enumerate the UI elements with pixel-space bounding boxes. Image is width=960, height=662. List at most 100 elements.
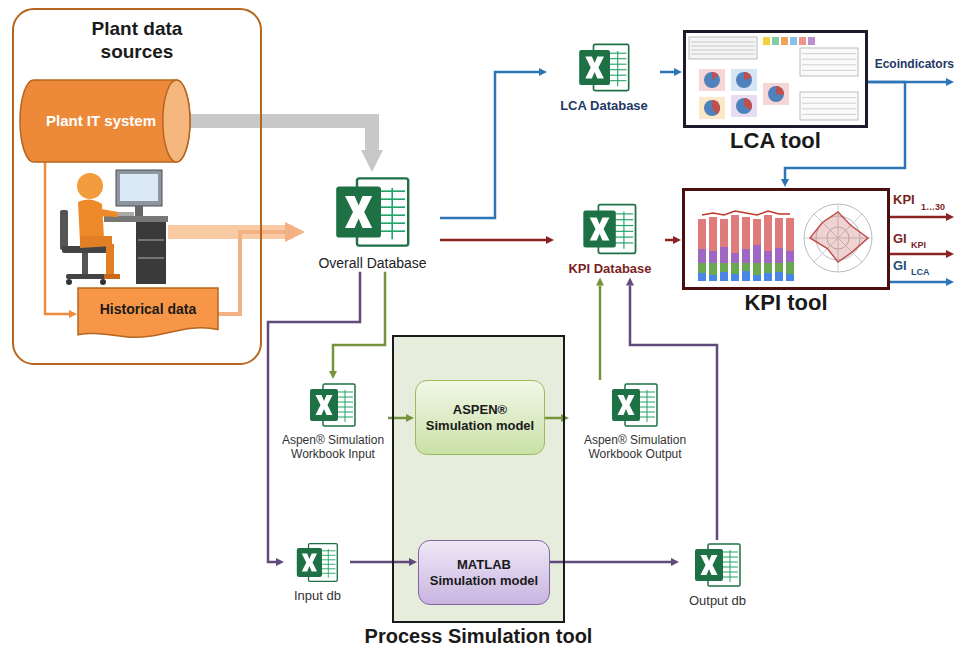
spreadsheet-node: Input db (285, 540, 350, 604)
database-label: Output db (689, 593, 746, 609)
figure-part (116, 170, 162, 206)
figure-part (704, 100, 720, 116)
output-arrow (890, 281, 946, 284)
subscript-label: KPI (911, 240, 926, 250)
spreadsheet-node: KPI Database (555, 200, 665, 277)
flow-connector (550, 561, 671, 564)
node-label: Plant IT system (46, 112, 156, 130)
database-label: Aspen® Simulation Workbook Output (570, 433, 700, 462)
spreadsheet-icon (577, 40, 632, 95)
figure-part (800, 92, 858, 120)
simulation-band-fill (392, 335, 565, 623)
figure-part (775, 272, 783, 281)
output-arrow (890, 253, 946, 256)
figure-part (753, 219, 761, 245)
flow-connector (599, 286, 602, 380)
figure-part (731, 95, 757, 117)
figure-part (764, 251, 772, 263)
output-label: GI (893, 232, 907, 247)
figure-part (786, 262, 794, 274)
subscript-label: LCA (911, 267, 930, 277)
output-label: KPI (893, 193, 915, 208)
figure-part (138, 239, 164, 241)
flow-connector (190, 121, 372, 150)
spreadsheet-node: LCA Database (548, 40, 660, 114)
figure-part (698, 273, 706, 281)
figure-part (66, 279, 72, 285)
figure-part (753, 263, 761, 275)
figure-part (82, 253, 88, 275)
figure-part (704, 72, 720, 88)
figure-part (66, 274, 106, 279)
spreadsheet-icon (693, 540, 743, 590)
figure-part (763, 83, 789, 105)
figure-part (720, 263, 728, 272)
spreadsheet-icon (610, 380, 660, 430)
figure-part (742, 249, 750, 263)
figure-part (742, 271, 750, 281)
figure-part (776, 86, 784, 95)
simulation-band: Process Simulation toolASPEN® Simulation… (392, 335, 565, 623)
figure-part (120, 174, 158, 201)
figure-part (742, 217, 750, 249)
subscript-label: 1…30 (921, 202, 945, 212)
figure-part (786, 274, 794, 281)
node-label: MATLAB Simulation model (427, 557, 541, 588)
figure-part (786, 251, 794, 262)
output-label: Ecoindicators (875, 58, 954, 72)
flow-connector (665, 239, 673, 242)
tool-frame: LCA tool (683, 30, 868, 128)
flow-connector (45, 162, 69, 314)
figure-part (753, 245, 761, 263)
figure-part (781, 37, 788, 45)
figure-part (753, 275, 761, 281)
figure-part (60, 210, 68, 250)
tool-frame: KPI tool (682, 188, 890, 290)
source-group: Plant data sourcesPlant IT systemHistori… (12, 8, 262, 365)
figure-part (106, 244, 114, 276)
figure-part (775, 218, 783, 248)
flow-connector (388, 417, 406, 420)
figure-part (775, 263, 783, 272)
figure-part (720, 272, 728, 281)
flow-connector (440, 72, 539, 218)
figure-part (763, 37, 770, 45)
document-shape: Historical data (78, 288, 218, 340)
figure-part (786, 218, 794, 251)
figure-part (702, 211, 790, 215)
figure-part (77, 173, 103, 199)
figure-part (731, 215, 739, 253)
flow-connector (218, 232, 285, 314)
figure-part (808, 37, 815, 45)
figure-part (698, 219, 706, 249)
figure-part (720, 219, 728, 247)
figure-part (810, 212, 868, 262)
figure-part (802, 103, 856, 104)
figure-part (691, 50, 755, 51)
figure-part (709, 217, 717, 251)
spreadsheet-icon (308, 380, 358, 430)
figure-part (135, 206, 143, 216)
flow-connector (268, 272, 360, 562)
figure-part (736, 72, 752, 88)
figure-part (709, 251, 717, 263)
figure-part (712, 72, 718, 80)
figure-part (720, 247, 728, 263)
spreadsheet-icon (333, 172, 413, 252)
figure-part (744, 98, 752, 110)
figure-part (709, 275, 717, 281)
flow-connector (350, 561, 409, 564)
figure-part (712, 100, 720, 114)
output-arrow (890, 216, 946, 219)
figure-part (731, 69, 757, 91)
figure-part (691, 46, 755, 47)
spreadsheet-node: Aspen® Simulation Workbook Input (278, 380, 388, 462)
figure-part (731, 253, 739, 263)
database-label: Aspen® Simulation Workbook Input (278, 433, 388, 462)
database-label: Overall Database (318, 255, 426, 272)
figure-part (94, 208, 118, 217)
figure-part (800, 48, 858, 76)
figure-part (104, 274, 120, 279)
